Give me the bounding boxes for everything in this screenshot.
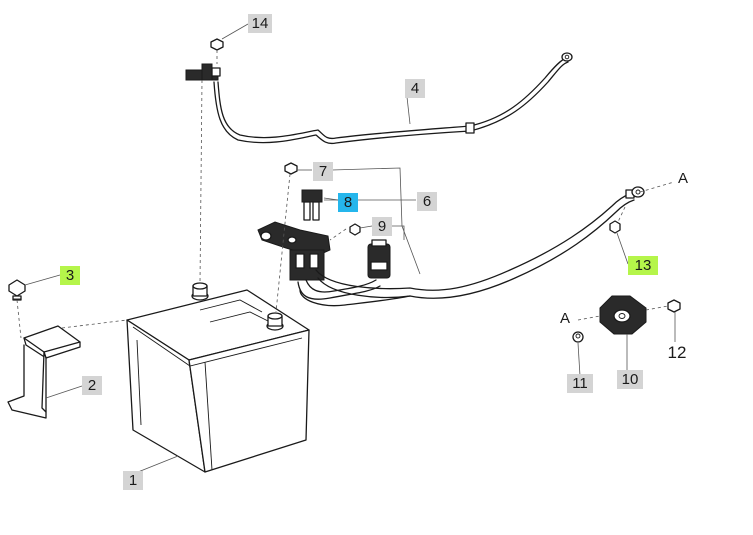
positive-terminal-block xyxy=(257,221,331,281)
ring-terminal xyxy=(625,186,645,199)
negative-cable xyxy=(185,52,573,145)
nut xyxy=(667,299,681,313)
callout-4[interactable]: 4 xyxy=(405,79,425,98)
battery-terminal-negative xyxy=(191,282,209,301)
reference-letter-a-top: A xyxy=(678,170,689,187)
bolt xyxy=(8,279,26,301)
battery-terminal-positive xyxy=(266,312,284,331)
callout-13[interactable]: 13 xyxy=(628,256,658,275)
callout-6[interactable]: 6 xyxy=(417,192,437,211)
negative-terminal-clamp xyxy=(185,63,221,81)
positive-cable xyxy=(297,186,645,307)
hold-down-bracket xyxy=(7,325,81,419)
callout-11[interactable]: 11 xyxy=(567,374,593,393)
nut xyxy=(572,331,584,343)
callout-14[interactable]: 14 xyxy=(248,14,272,33)
terminal-cover xyxy=(599,295,647,335)
fuse xyxy=(301,189,323,221)
callout-7[interactable]: 7 xyxy=(313,162,333,181)
callout-3[interactable]: 3 xyxy=(60,266,80,285)
battery xyxy=(126,282,310,473)
nut xyxy=(284,162,298,175)
assembly-lines xyxy=(16,50,675,339)
callout-9[interactable]: 9 xyxy=(372,217,392,236)
callout-2[interactable]: 2 xyxy=(82,376,102,395)
reference-letter-a-detail: A xyxy=(560,310,571,327)
callout-12[interactable]: 12 xyxy=(667,343,687,362)
nut xyxy=(210,38,224,51)
callout-8[interactable]: 8 xyxy=(338,193,358,212)
nut xyxy=(609,220,621,234)
nut xyxy=(349,223,361,236)
leader-lines xyxy=(24,23,676,473)
callout-1[interactable]: 1 xyxy=(123,471,143,490)
connector xyxy=(367,239,391,279)
callout-10[interactable]: 10 xyxy=(617,370,643,389)
